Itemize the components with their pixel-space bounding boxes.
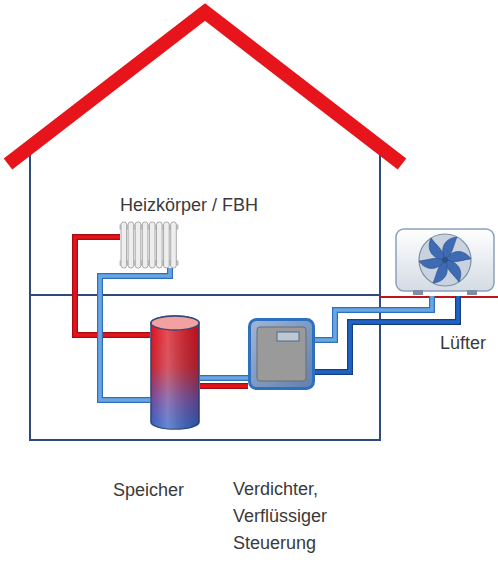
floor-line xyxy=(30,294,380,296)
roof xyxy=(8,12,402,164)
pipe-outline xyxy=(315,296,432,340)
part-label: Verdichter, Verflüssiger Steuerung xyxy=(233,476,351,557)
pipe-outline xyxy=(200,375,248,381)
storage-tank: Speicher xyxy=(150,315,200,430)
part-label: Heizkörper / FBH xyxy=(120,192,258,219)
pipe xyxy=(315,296,458,372)
storage-tank-symbol xyxy=(150,315,200,430)
pipe-core xyxy=(315,296,432,340)
pipe-core xyxy=(315,296,458,372)
pipe-core xyxy=(200,376,248,380)
fan-unit: Lüfter xyxy=(395,228,495,296)
radiator: Heizkörper / FBH xyxy=(120,222,178,268)
house-wall xyxy=(30,152,380,440)
pipe xyxy=(200,378,248,379)
pipe-core xyxy=(200,384,248,388)
part-label: Speicher xyxy=(113,477,184,504)
radiator-symbol xyxy=(120,222,178,268)
ground-line xyxy=(380,296,498,298)
compressor-unit-symbol xyxy=(248,318,315,390)
compressor-unit: Verdichter, Verflüssiger Steuerung xyxy=(248,318,315,390)
pipe-outline xyxy=(315,296,458,372)
pipe xyxy=(315,296,432,340)
part-label: Lüfter xyxy=(440,330,486,357)
fan-unit-symbol xyxy=(395,228,495,296)
pipe-outline xyxy=(200,383,248,389)
pipe xyxy=(200,386,248,387)
